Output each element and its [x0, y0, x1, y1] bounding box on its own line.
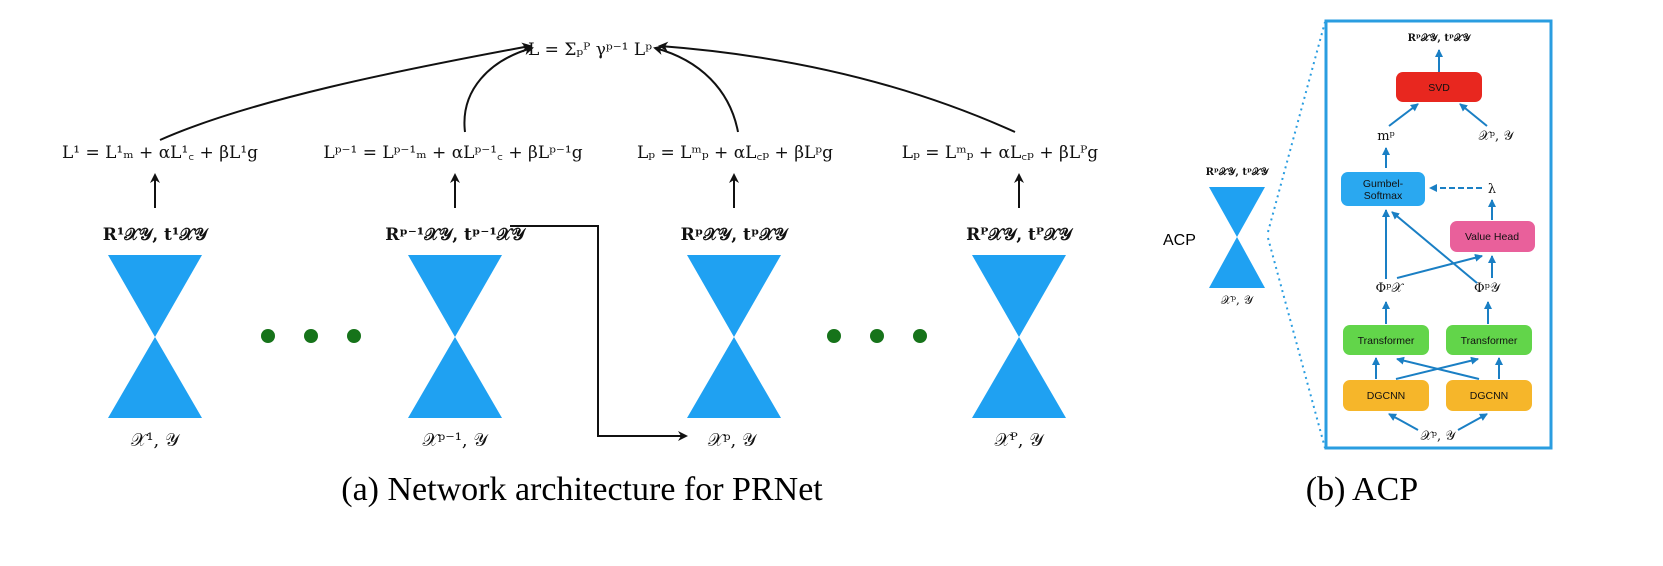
stage-1-hourglass-bottom — [108, 337, 202, 418]
mini-hourglass-bottom — [1209, 237, 1265, 288]
mini-pose: Rᵖ𝒳𝒴, tᵖ𝒳𝒴 — [1206, 166, 1270, 178]
arrow-lossP-to-total — [658, 41, 1016, 133]
dot — [870, 329, 884, 343]
m-p-label: mᵖ — [1377, 129, 1395, 144]
dot — [913, 329, 927, 343]
zoom-line-top — [1267, 21, 1326, 233]
transformer-right-block — [1446, 325, 1532, 355]
dot — [347, 329, 361, 343]
dgcnn-left-block — [1343, 380, 1429, 411]
stage-1-pose: R¹𝒳𝒴, t¹𝒳𝒴 — [103, 225, 209, 245]
arrow-phix-to-valuehead — [1396, 253, 1483, 279]
stage-p-minus-1-hourglass-top — [408, 255, 502, 337]
caption-b: (b) ACP — [1306, 471, 1418, 508]
stage-P: Lₚ = Lᵐₚ + αL꜀ₚ + βLᴾg Rᴾ𝒳𝒴, tᴾ𝒳𝒴 𝒳ᴾ, 𝒴 — [902, 143, 1099, 451]
arrow-m-to-svd — [1388, 103, 1419, 127]
arrow-phiy-to-gumbel — [1391, 211, 1478, 284]
value-head-block — [1450, 221, 1535, 252]
dot — [304, 329, 318, 343]
phi-x-label: Φᵖ𝒳 — [1375, 281, 1404, 296]
stage-p-minus-1: Lᵖ⁻¹ = Lᵖ⁻¹ₘ + αLᵖ⁻¹꜀ + βLᵖ⁻¹g Rᵖ⁻¹𝒳𝒴, t… — [323, 143, 582, 451]
phi-y-label: Φᵖ𝒴 — [1474, 281, 1501, 296]
arrow-lossp1-to-total — [463, 45, 534, 133]
panel-a: L = Σₚᴾ γᵖ⁻¹ Lᵖ L¹ = L¹ₘ + αL¹꜀ + βL¹g R… — [62, 40, 1098, 508]
gumbel-label-line2: Softmax — [1364, 190, 1403, 202]
stage-p-input: 𝒳ᵖ, 𝒴 — [708, 430, 758, 451]
ellipsis-dots-2 — [827, 329, 927, 343]
arrow-loss1-to-total — [159, 42, 532, 141]
stage-p-minus-1-loss: Lᵖ⁻¹ = Lᵖ⁻¹ₘ + αLᵖ⁻¹꜀ + βLᵖ⁻¹g — [323, 143, 582, 163]
mini-input: 𝒳ᵖ, 𝒴 — [1221, 293, 1255, 307]
svd-label: SVD — [1428, 82, 1450, 94]
transformer-right-label: Transformer — [1461, 335, 1518, 347]
stage-P-hourglass-bottom — [972, 337, 1066, 418]
ellipsis-dots-1 — [261, 329, 361, 343]
arrow-input-to-dgcnn-right — [1457, 413, 1488, 431]
stage-P-hourglass-top — [972, 255, 1066, 337]
gumbel-softmax-block — [1341, 172, 1425, 206]
acp-detail-frame — [1324, 19, 1553, 450]
arrow-input-to-dgcnn-left — [1388, 413, 1419, 431]
zoom-line-bottom — [1267, 237, 1326, 449]
gumbel-label-line1: Gumbel- — [1363, 178, 1404, 190]
acp-label: ACP — [1163, 232, 1196, 249]
stage-p: Lₚ = Lᵐₚ + αL꜀ₚ + βLᵖg Rᵖ𝒳𝒴, tᵖ𝒳𝒴 𝒳ᵖ, 𝒴 — [637, 143, 833, 451]
stage-P-input: 𝒳ᴾ, 𝒴 — [995, 430, 1046, 451]
value-head-label: Value Head — [1465, 231, 1519, 243]
stage-1-hourglass-top — [108, 255, 202, 337]
stage-p-loss: Lₚ = Lᵐₚ + αL꜀ₚ + βLᵖg — [637, 143, 833, 163]
dgcnn-left-label: DGCNN — [1367, 390, 1406, 402]
stage-p-pose: Rᵖ𝒳𝒴, tᵖ𝒳𝒴 — [681, 225, 789, 245]
stage-p-minus-1-pose: Rᵖ⁻¹𝒳𝒴, tᵖ⁻¹𝒳𝒴 — [385, 225, 526, 245]
acp-input-label: 𝒳ᵖ, 𝒴 — [1421, 429, 1457, 444]
xy-label: 𝒳ᵖ, 𝒴 — [1479, 129, 1515, 144]
dot — [827, 329, 841, 343]
transformer-left-block — [1343, 325, 1429, 355]
caption-a: (a) Network architecture for PRNet — [341, 471, 823, 508]
panel-b: ACP Rᵖ𝒳𝒴, tᵖ𝒳𝒴 𝒳ᵖ, 𝒴 Rᵖ𝒳𝒴, tᵖ𝒳𝒴 SVD mᵖ 𝒳… — [1163, 19, 1553, 508]
dgcnn-right-block — [1446, 380, 1532, 411]
transformer-left-label: Transformer — [1358, 335, 1415, 347]
arrow-xy-to-svd — [1459, 103, 1488, 127]
dgcnn-right-label: DGCNN — [1470, 390, 1509, 402]
arrow-lossp-to-total — [653, 45, 739, 133]
elbow-arrow-pose-to-next-input — [510, 225, 688, 441]
stage-P-pose: Rᴾ𝒳𝒴, tᴾ𝒳𝒴 — [966, 225, 1073, 245]
dot — [261, 329, 275, 343]
stage-p-hourglass-bottom — [687, 337, 781, 418]
svd-block — [1396, 72, 1482, 102]
stage-1-loss: L¹ = L¹ₘ + αL¹꜀ + βL¹g — [62, 143, 258, 163]
arrow-dgcnn-right-to-transformer-left — [1396, 356, 1480, 380]
lambda-label: λ — [1488, 182, 1496, 197]
mini-hourglass-top — [1209, 187, 1265, 237]
stage-p-minus-1-hourglass-bottom — [408, 337, 502, 418]
stage-P-loss: Lₚ = Lᵐₚ + αL꜀ₚ + βLᴾg — [902, 143, 1099, 163]
total-loss-formula: L = Σₚᴾ γᵖ⁻¹ Lᵖ — [528, 40, 652, 60]
stage-1: L¹ = L¹ₘ + αL¹꜀ + βL¹g R¹𝒳𝒴, t¹𝒳𝒴 𝒳¹, 𝒴 — [62, 143, 258, 451]
acp-output-pose: Rᵖ𝒳𝒴, tᵖ𝒳𝒴 — [1408, 32, 1472, 44]
stage-1-input: 𝒳¹, 𝒴 — [131, 430, 181, 451]
stage-p-hourglass-top — [687, 255, 781, 337]
stage-p-minus-1-input: 𝒳ᵖ⁻¹, 𝒴 — [423, 430, 490, 451]
